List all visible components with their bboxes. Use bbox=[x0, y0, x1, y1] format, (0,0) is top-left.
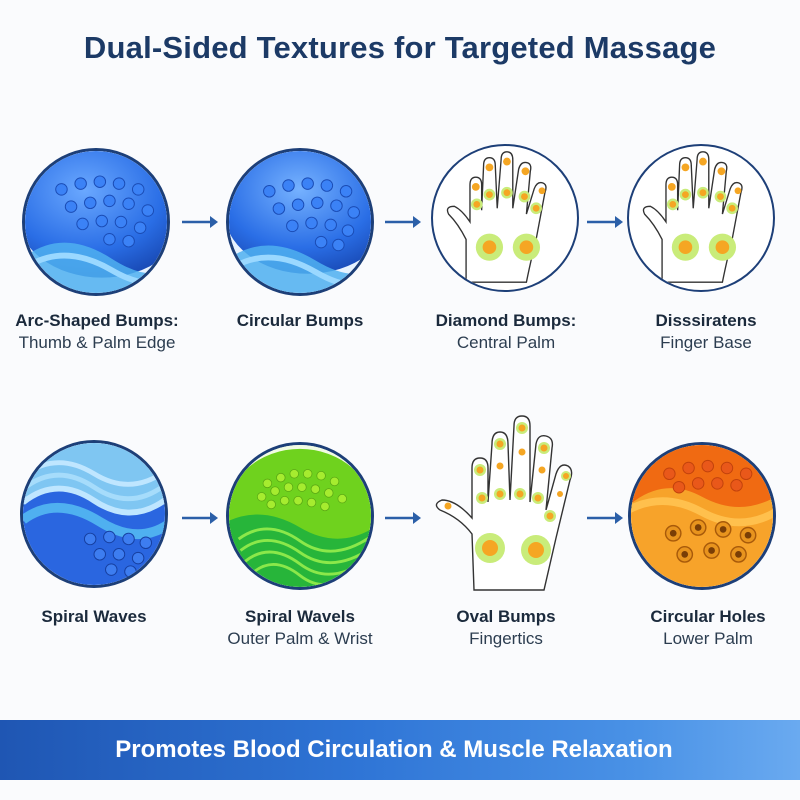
green-wave-ball-icon bbox=[226, 442, 374, 590]
blue-wave-ball-icon bbox=[20, 440, 168, 588]
texture-label: Spiral Wavels Outer Palm & Wrist bbox=[227, 607, 373, 648]
page-title: Dual-Sided Textures for Targeted Massage bbox=[83, 30, 717, 65]
arrow-right-icon bbox=[385, 216, 421, 228]
blue-bumps-ball-icon bbox=[22, 148, 170, 296]
texture-label: Circular Bumps bbox=[236, 311, 364, 330]
benefit-banner: Promotes Blood Circulation & Muscle Rela… bbox=[0, 720, 800, 780]
arrow-right-icon bbox=[182, 512, 218, 524]
texture-label: Diamond Bumps: Central Palm bbox=[435, 311, 577, 352]
blue-bumps-ball-icon bbox=[226, 148, 374, 296]
texture-label: Oval Bumps Fingertics bbox=[456, 607, 556, 648]
hand-map-icon bbox=[426, 414, 586, 594]
arrow-right-icon bbox=[385, 512, 421, 524]
bottom-strip bbox=[0, 780, 800, 800]
texture-label: Spiral Waves bbox=[41, 607, 147, 626]
arrow-right-icon bbox=[587, 216, 623, 228]
texture-label: Circular Holes Lower Palm bbox=[650, 607, 766, 648]
banner-text: Promotes Blood Circulation & Muscle Rela… bbox=[115, 736, 673, 763]
arrow-right-icon bbox=[182, 216, 218, 228]
orange-holes-ball-icon bbox=[628, 442, 776, 590]
arrow-right-icon bbox=[587, 512, 623, 524]
hand-map-icon bbox=[627, 144, 775, 292]
texture-label: Disssiratens Finger Base bbox=[655, 311, 757, 352]
texture-label: Arc-Shaped Bumps: Thumb & Palm Edge bbox=[15, 311, 179, 352]
hand-map-icon bbox=[431, 144, 579, 292]
